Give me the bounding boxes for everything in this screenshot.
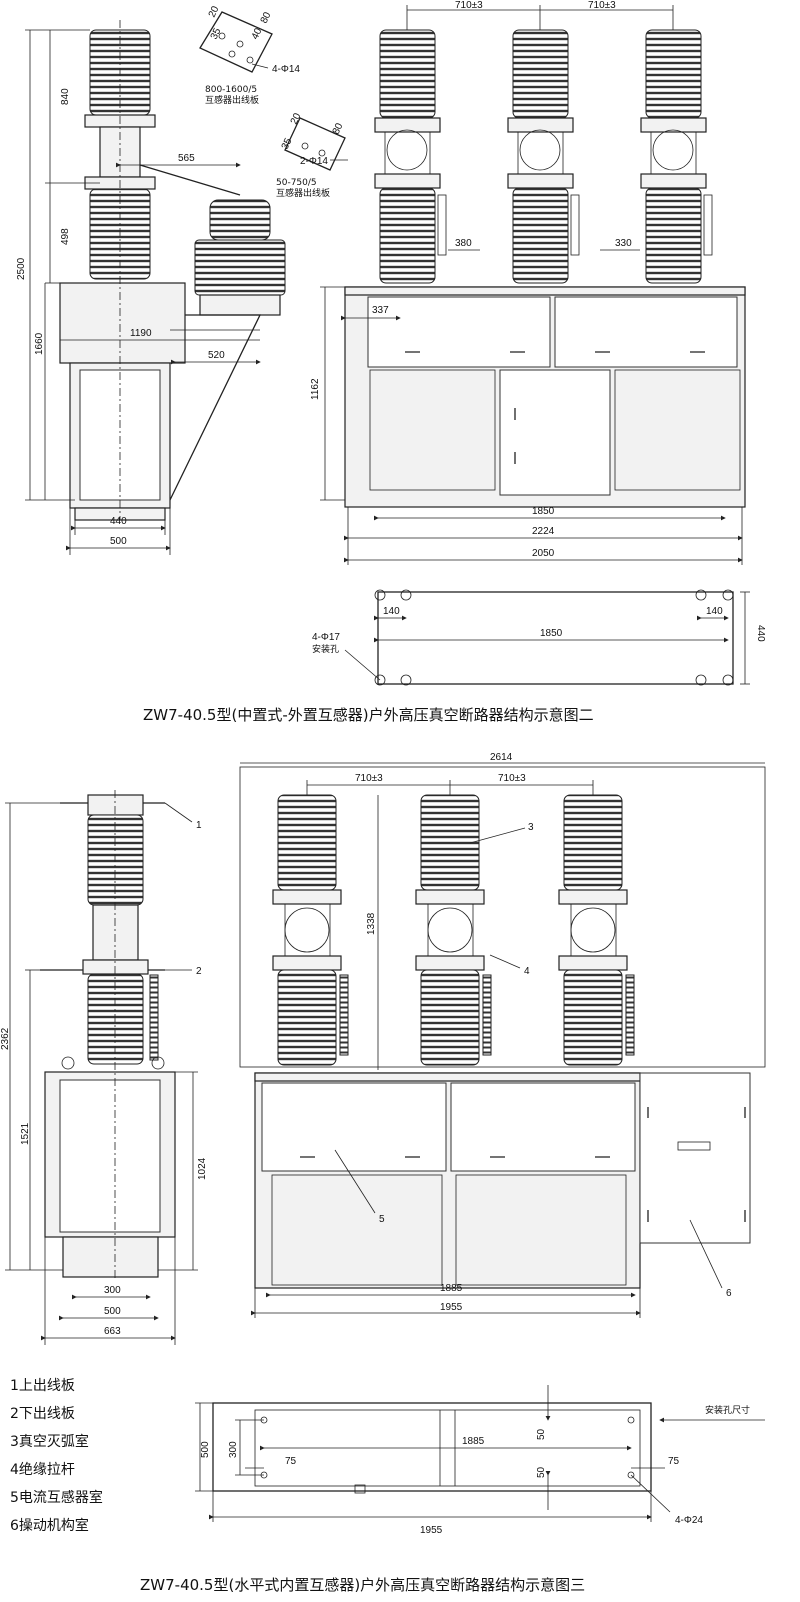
fig2-base-440: 440 [755, 625, 766, 642]
fig2-dim-330: 330 [615, 238, 632, 249]
fig3-callout-3: 3 [528, 822, 534, 833]
fig2-plate2-caption2: 互感器出线板 [276, 187, 330, 199]
fig3-callout-4: 4 [524, 966, 530, 977]
fig2-ct-base [199, 294, 281, 316]
fig2-dim-565: 565 [178, 153, 195, 164]
legend-item-2: 2下出线板 [10, 1406, 75, 1422]
fig3-title: ZW7-40.5型(水平式内置互感器)户外高压真空断路器结构示意图三 [140, 1576, 585, 1594]
fig3-base-holes: 4-Φ24 [675, 1515, 703, 1526]
fig2-dim-840: 840 [60, 88, 71, 105]
fig3-dim-1521: 1521 [20, 1122, 31, 1145]
fig3-side-view [5, 790, 198, 1345]
legend-item-3: 3真空灭弧室 [10, 1433, 89, 1450]
fig2-dim-1162: 1162 [310, 378, 321, 400]
fig2-terminal-plate-1 [199, 11, 273, 73]
fig3-dim-500: 500 [104, 1306, 121, 1317]
fig2-plate1-40: 40 [250, 26, 265, 41]
fig2-pitch-1: 710±3 [455, 0, 483, 11]
fig2-pole-c [640, 29, 707, 284]
fig3-dim-300: 300 [104, 1285, 121, 1296]
fig3-callout-6: 6 [726, 1288, 732, 1299]
fig3-dim-2362: 2362 [0, 1027, 11, 1050]
fig2-base-140a: 140 [383, 606, 400, 617]
fig3-base-plan [195, 1385, 765, 1522]
fig2-dim-2500: 2500 [16, 257, 27, 280]
fig2-dim-440: 440 [110, 516, 127, 527]
fig3-ct-box-right [450, 1082, 636, 1172]
fig2-dim-1190: 1190 [130, 328, 152, 339]
fig3-base-500: 500 [200, 1441, 211, 1458]
fig3-pole-a [272, 794, 349, 1066]
fig2-plate1-caption2: 互感器出线板 [205, 94, 259, 106]
fig2-plate1-35: 35 [209, 26, 224, 41]
fig2-base-holes: 4-Φ17 [312, 632, 340, 643]
fig3-pitch-2: 710±3 [498, 773, 526, 784]
fig3-base-1955: 1955 [420, 1525, 443, 1536]
fig2-base-1850: 1850 [540, 628, 563, 639]
fig3-pitch-1: 710±3 [355, 773, 383, 784]
fig3-callout-5: 5 [379, 1214, 385, 1225]
fig2-base-plan [344, 589, 750, 686]
fig2-plate1-holes: 4-Φ14 [272, 64, 300, 75]
fig3-dim-1024: 1024 [197, 1157, 208, 1180]
fig2-plate2-80: 80 [331, 121, 346, 136]
fig2-pole-b [507, 29, 574, 284]
fig3-dim-1338: 1338 [366, 912, 377, 935]
fig2-base-holes-caption: 安装孔 [312, 643, 339, 655]
fig3-dim-1955: 1955 [440, 1302, 463, 1313]
fig2-front-view [320, 5, 746, 565]
fig2-dim-498: 498 [60, 228, 71, 245]
fig3-callout-2: 2 [196, 966, 202, 977]
fig2-cabinet-top [59, 282, 186, 364]
fig2-side-view [25, 20, 286, 555]
fig2-plate1-20: 20 [207, 4, 222, 19]
fig2-dim-2050: 2050 [532, 548, 555, 559]
fig2-dim-2224: 2224 [532, 526, 555, 537]
fig3-base-300: 300 [228, 1441, 239, 1458]
legend-item-5: 5电流互感器室 [10, 1489, 103, 1506]
fig2-terminal-plate-2 [284, 117, 348, 171]
fig3-dim-663: 663 [104, 1326, 121, 1337]
fig2-title: ZW7-40.5型(中置式-外置互感器)户外高压真空断路器结构示意图二 [143, 706, 594, 724]
fig2-pole-a [374, 29, 441, 284]
fig3-base-1885: 1885 [462, 1436, 485, 1447]
fig2-dim-380: 380 [455, 238, 472, 249]
fig2-dim-500: 500 [110, 536, 127, 547]
fig3-ct-box-left [261, 1082, 447, 1172]
fig2-dim-1850: 1850 [532, 506, 555, 517]
fig3-callout-1: 1 [196, 820, 202, 831]
fig2-dim-337: 337 [372, 305, 389, 316]
fig2-plate2-20: 20 [289, 111, 304, 126]
fig2-ct-body [194, 239, 286, 296]
fig2-dim-1660: 1660 [34, 332, 45, 355]
fig3-mechanism-cabinet [639, 1072, 751, 1244]
fig2-plate1-caption1: 800-1600/5 [205, 85, 257, 95]
fig3-base-75a: 75 [285, 1456, 297, 1467]
fig2-plate2-holes: 2-Φ14 [300, 156, 328, 167]
fig2-upper-box-left [367, 296, 551, 368]
fig2-pitch-2: 710±3 [588, 0, 616, 11]
fig2-base-140b: 140 [706, 606, 723, 617]
legend-item-1: 1上出线板 [10, 1378, 75, 1394]
fig3-pole-c [558, 794, 635, 1066]
fig2-ct-core [209, 199, 271, 241]
fig2-lower-door-center [499, 369, 611, 496]
fig3-front-view [239, 762, 766, 1318]
fig3-dim-1885: 1885 [440, 1283, 463, 1294]
legend-item-4: 4绝缘拉杆 [10, 1462, 75, 1478]
fig3-dim-2614: 2614 [490, 752, 513, 763]
fig3-base-50b: 50 [536, 1466, 547, 1478]
fig2-plate2-caption1: 50-750/5 [276, 178, 317, 188]
fig3-base-holes-caption: 安装孔尺寸 [705, 1404, 750, 1416]
legend: 1上出线板 2下出线板 3真空灭弧室 4绝缘拉杆 5电流互感器室 6操动机构室 [10, 1378, 103, 1534]
fig3-base-75b: 75 [668, 1456, 680, 1467]
fig3-pole-b [415, 794, 492, 1066]
fig2-upper-box-right [554, 296, 738, 368]
fig2-plate1-80: 80 [259, 10, 274, 25]
legend-item-6: 6操动机构室 [10, 1517, 89, 1534]
fig3-base-50a: 50 [536, 1428, 547, 1440]
fig2-dim-520: 520 [208, 350, 225, 361]
fig2-plate2-35: 35 [280, 136, 295, 151]
